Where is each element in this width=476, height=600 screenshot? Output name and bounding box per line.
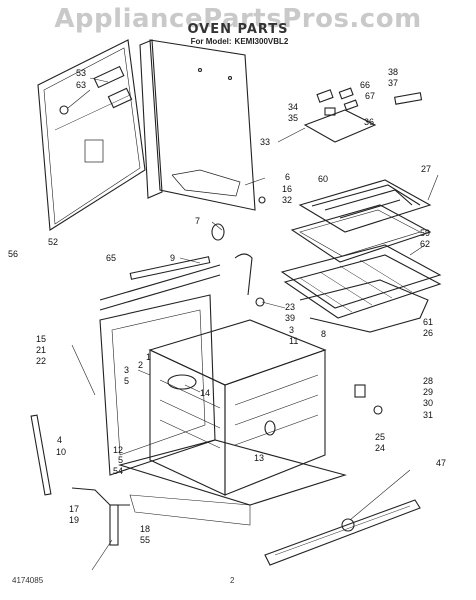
callout-6: 6 <box>285 172 290 182</box>
callout-32: 32 <box>282 195 292 205</box>
callout-37: 37 <box>388 78 398 88</box>
callout-21: 21 <box>36 345 46 355</box>
callout-22: 22 <box>36 356 46 366</box>
callout-14: 14 <box>200 388 210 398</box>
bake-element <box>299 279 429 333</box>
callout-53: 53 <box>76 68 86 78</box>
callout-62: 62 <box>420 239 430 249</box>
callout-16: 16 <box>282 184 292 194</box>
callout-10: 10 <box>56 447 66 457</box>
callout-9: 9 <box>170 253 175 263</box>
callout-5-lower: 5 <box>118 455 123 465</box>
callout-19: 19 <box>69 515 79 525</box>
callout-39: 39 <box>285 313 295 323</box>
site-watermark: AppliancePartsPros.com <box>54 4 422 34</box>
callout-13: 13 <box>254 453 264 463</box>
callout-63: 63 <box>76 80 86 90</box>
page-title: OVEN PARTS <box>187 22 289 37</box>
callout-4: 4 <box>57 435 62 445</box>
callout-8: 8 <box>321 329 326 339</box>
callout-26: 26 <box>423 328 433 338</box>
callout-61: 61 <box>423 317 433 327</box>
callout-2: 2 <box>138 360 143 370</box>
callout-27: 27 <box>421 164 431 174</box>
callout-29: 29 <box>423 387 433 397</box>
callout-34: 34 <box>288 102 298 112</box>
broil-element <box>298 179 432 233</box>
callout-3-upper: 3 <box>289 325 294 335</box>
hinge-parts <box>30 196 383 546</box>
callout-31: 31 <box>423 410 433 420</box>
callout-36: 36 <box>364 117 374 127</box>
callout-35: 35 <box>288 113 298 123</box>
callout-3-lower: 3 <box>124 365 129 375</box>
callout-52: 52 <box>48 237 58 247</box>
callout-25: 25 <box>375 432 385 442</box>
callout-56: 56 <box>8 249 18 259</box>
model-label: For Model: <box>190 37 232 46</box>
callout-12: 12 <box>113 445 123 455</box>
callout-17: 17 <box>69 504 79 514</box>
callout-11: 11 <box>289 336 298 346</box>
callout-65: 65 <box>106 253 116 263</box>
callout-59: 59 <box>420 228 430 238</box>
model-number: KEMI300VBL2 <box>234 37 289 46</box>
callout-23: 23 <box>285 302 295 312</box>
broiler-pan <box>290 204 432 263</box>
callout-30: 30 <box>423 398 433 408</box>
oven-base <box>117 439 347 526</box>
callout-38: 38 <box>388 67 398 77</box>
side-panel <box>139 39 256 211</box>
page-number: 2 <box>230 576 235 585</box>
callout-55: 55 <box>140 535 150 545</box>
document-number: 4174085 <box>12 576 44 585</box>
leader-lines <box>67 77 439 571</box>
control-components <box>303 87 423 143</box>
callout-15: 15 <box>36 334 46 344</box>
kick-plate <box>264 499 421 566</box>
callout-33: 33 <box>260 137 270 147</box>
callout-5-upper: 5 <box>124 376 129 386</box>
model-line: For Model:KEMI300VBL2 <box>0 37 476 46</box>
callout-24: 24 <box>375 443 385 453</box>
callout-18: 18 <box>140 524 150 534</box>
callout-60: 60 <box>318 174 328 184</box>
callout-54: 54 <box>113 466 123 476</box>
callout-47: 47 <box>436 458 446 468</box>
oven-cavity <box>148 319 327 496</box>
callout-67: 67 <box>365 91 375 101</box>
rear-panel <box>37 39 146 231</box>
callout-28: 28 <box>423 376 433 386</box>
callout-66: 66 <box>360 80 370 90</box>
callout-7: 7 <box>195 216 200 226</box>
callout-1: 1 <box>146 352 151 362</box>
